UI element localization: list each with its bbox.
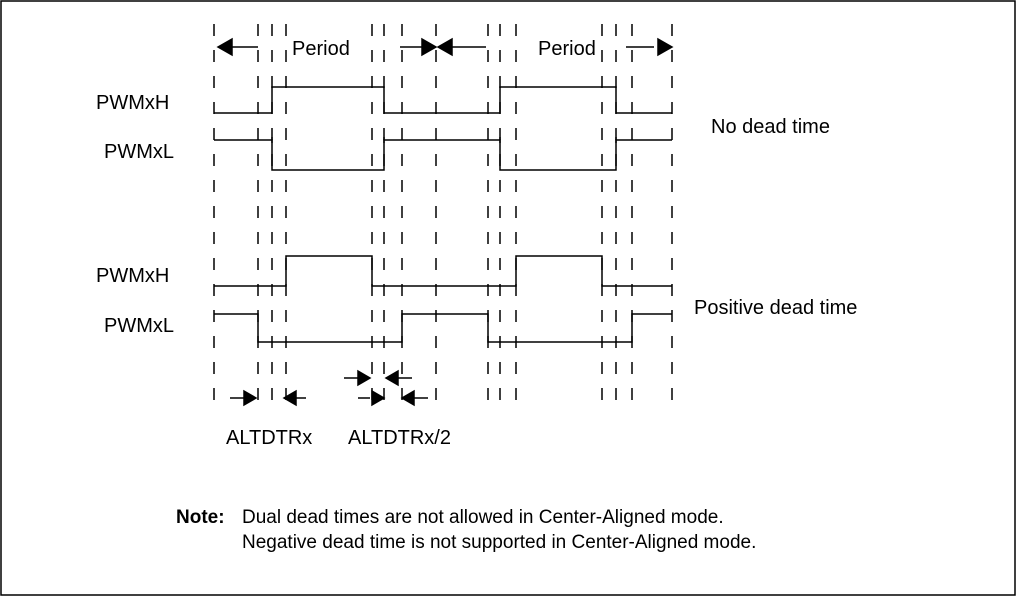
signal-label-pwmxh-1: PWMxH xyxy=(96,92,169,114)
note-line-1: Dual dead times are not allowed in Cente… xyxy=(242,507,724,528)
waveforms xyxy=(214,86,672,343)
label-altdtrx: ALTDTRx xyxy=(226,427,312,449)
timing-guide-lines xyxy=(213,24,673,414)
arrow-left-icon xyxy=(400,389,415,407)
waveform-pwmxh-positive-dead xyxy=(214,255,672,287)
waveform-pwmxl-no-dead xyxy=(214,139,672,171)
period-label-2: Period xyxy=(538,38,596,60)
note-line-2: Negative dead time is not supported in C… xyxy=(242,532,756,553)
arrow-right-icon xyxy=(243,389,258,407)
arrow-right-icon xyxy=(357,369,372,387)
arrow-left-icon xyxy=(282,389,297,407)
dead-time-arrows xyxy=(230,369,428,407)
signal-label-pwmxl-2: PWMxL xyxy=(104,315,174,337)
note-label: Note: xyxy=(176,507,225,528)
arrow-right-icon xyxy=(421,37,438,57)
waveform-pwmxl-positive-dead xyxy=(214,313,672,343)
arrow-left-icon xyxy=(436,37,453,57)
caption-positive-dead-time: Positive dead time xyxy=(694,297,857,319)
signal-label-pwmxl-1: PWMxL xyxy=(104,141,174,163)
caption-no-dead-time: No dead time xyxy=(711,116,830,138)
signal-label-pwmxh-2: PWMxH xyxy=(96,265,169,287)
waveform-pwmxh-no-dead xyxy=(214,86,672,114)
arrow-right-icon xyxy=(371,389,386,407)
arrow-left-icon xyxy=(384,369,399,387)
period-arrows xyxy=(216,37,674,57)
label-altdtrx-half: ALTDTRx/2 xyxy=(348,427,451,449)
arrow-right-icon xyxy=(657,37,674,57)
period-label-1: Period xyxy=(292,38,350,60)
arrow-left-icon xyxy=(216,37,233,57)
